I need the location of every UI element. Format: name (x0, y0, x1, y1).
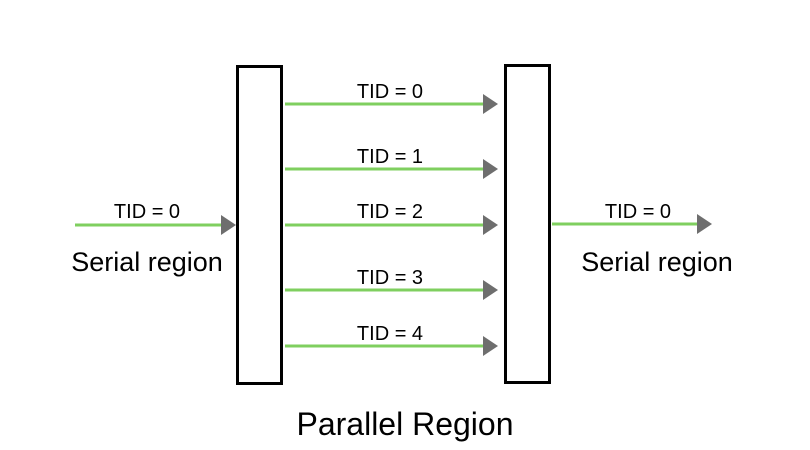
thread-arrow-3 (285, 280, 498, 300)
thread-arrow-1-head (483, 159, 498, 179)
thread-0-tid-label: TID = 0 (357, 81, 423, 103)
serial-left-region-label: Serial region (71, 247, 223, 277)
serial-arrow-right (552, 214, 712, 234)
thread-arrow-0 (285, 94, 498, 114)
serial-arrow-left-head (221, 215, 236, 235)
serial-arrow-right-head (697, 214, 712, 234)
thread-arrow-2-head (483, 215, 498, 235)
thread-arrow-4-head (483, 336, 498, 356)
thread-2-tid-label: TID = 2 (357, 201, 423, 223)
thread-arrow-4 (285, 336, 498, 356)
thread-4-tid-label: TID = 4 (357, 323, 423, 345)
thread-1-tid-label: TID = 1 (357, 146, 423, 168)
thread-arrow-2 (285, 215, 498, 235)
join-barrier-box (504, 64, 551, 384)
serial-right-region-label: Serial region (581, 247, 733, 277)
fork-barrier-box (236, 65, 283, 385)
thread-arrow-3-head (483, 280, 498, 300)
thread-arrow-1 (285, 159, 498, 179)
thread-3-tid-label: TID = 3 (357, 267, 423, 289)
serial-right-tid-label: TID = 0 (605, 201, 671, 223)
thread-arrow-0-head (483, 94, 498, 114)
parallel-region-title: Parallel Region (296, 406, 513, 442)
serial-arrow-left (75, 215, 236, 235)
serial-left-tid-label: TID = 0 (114, 201, 180, 223)
